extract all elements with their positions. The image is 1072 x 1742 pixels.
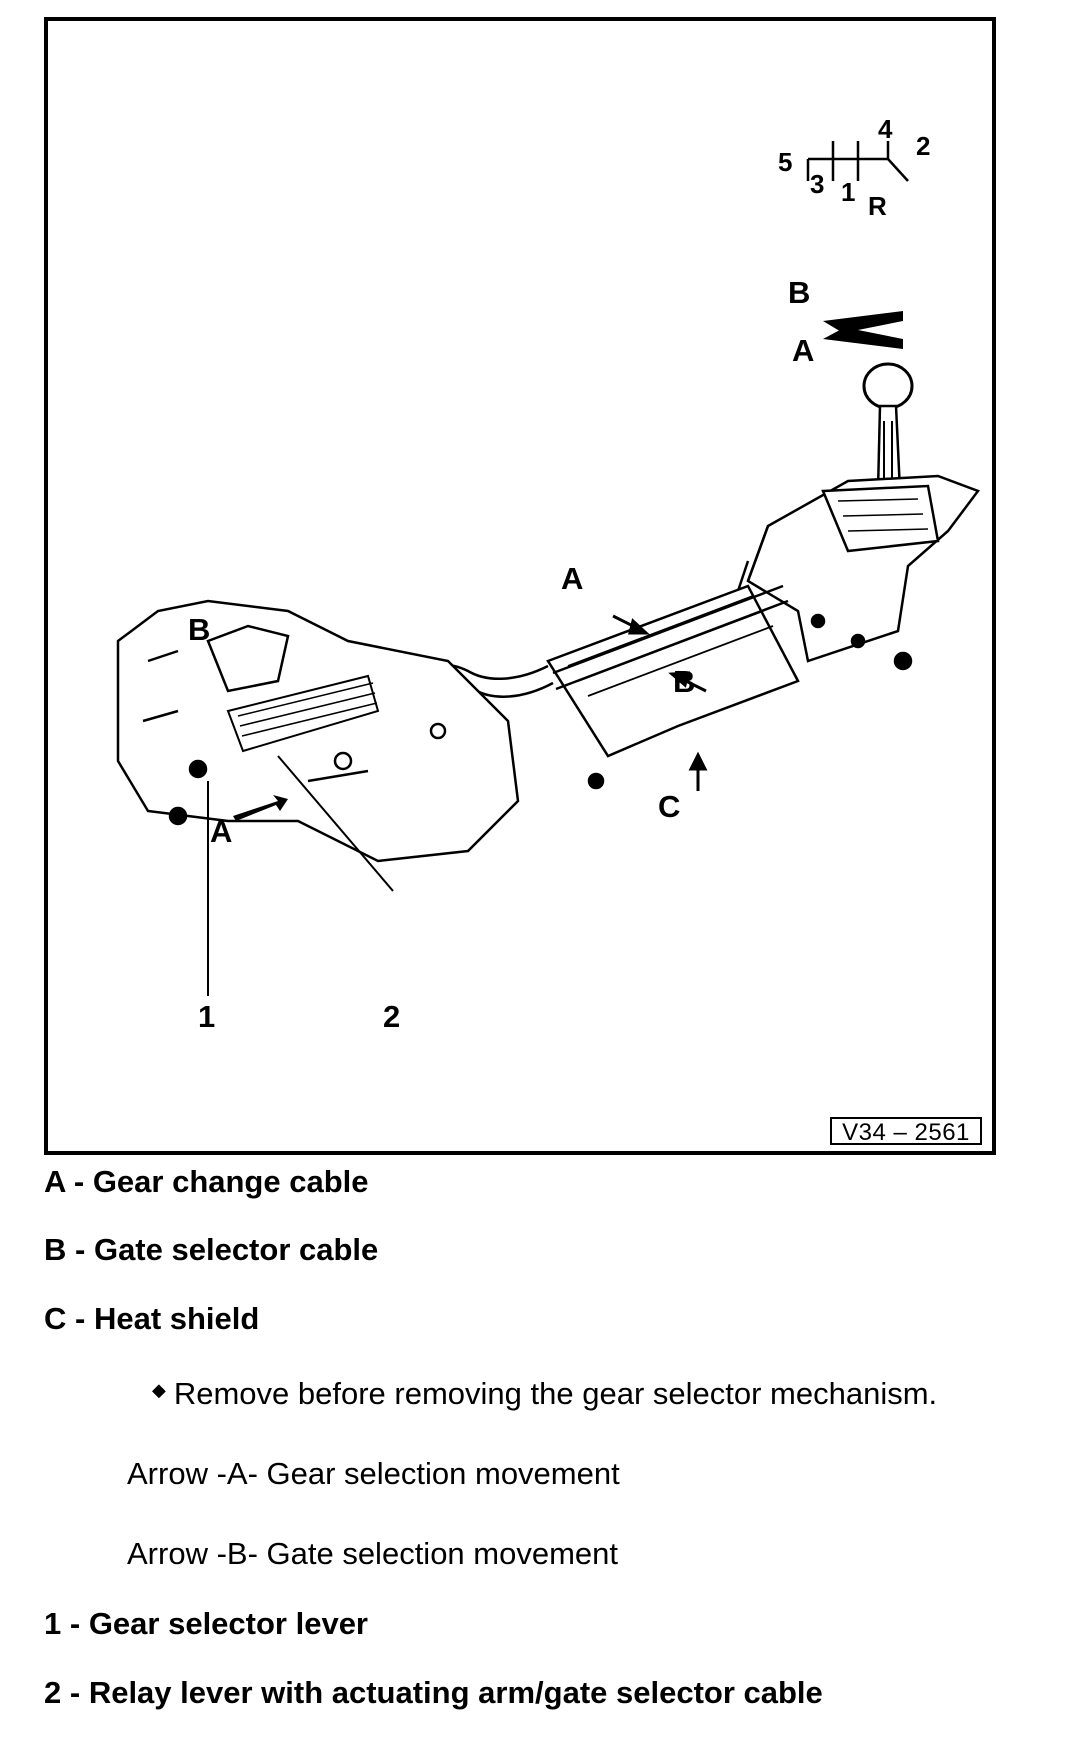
transmission-assembly <box>116 599 520 863</box>
note-bullet: ◆ Remove before removing the gear selecto… <box>152 1378 937 1409</box>
legend-text: Gear change cable <box>92 1164 369 1199</box>
gear-4-label: 4 <box>878 114 893 144</box>
bullet-icon: ◆ <box>152 1380 166 1400</box>
callout-a-relay: A <box>210 814 233 849</box>
transmission-arrow <box>233 795 288 821</box>
callout-a-cable: A <box>561 561 584 596</box>
callout-b-relay: B <box>188 612 211 647</box>
gear-knob <box>862 362 914 493</box>
part-text: Relay lever with actuating arm/gate sele… <box>88 1675 823 1710</box>
direction-arrows <box>823 311 903 349</box>
part-text: Gear selector lever <box>88 1606 368 1641</box>
gear-2-label: 2 <box>916 131 931 161</box>
figure-frame: 5 3 4 2 1 R B A A B C B A 1 2 V34 – 2561 <box>44 17 996 1155</box>
gear-1-label: 1 <box>841 177 856 207</box>
part-key: 2 - <box>44 1675 81 1710</box>
shifter-housing <box>736 474 981 671</box>
figure-code: V34 – 2561 <box>830 1117 982 1146</box>
gear-3-label: 3 <box>810 169 825 199</box>
note-arrow-a: Arrow -A- Gear selection movement <box>127 1456 620 1491</box>
legend-key: A - <box>44 1164 85 1199</box>
legend-text: Gate selector cable <box>93 1232 379 1267</box>
legend-key: C - <box>44 1301 86 1336</box>
callout-arrows <box>612 614 708 791</box>
note-arrow-b: Arrow -B- Gate selection movement <box>127 1536 619 1571</box>
legend-text: Heat shield <box>93 1301 260 1336</box>
gear-r-label: R <box>868 191 887 221</box>
leader-lines <box>207 755 394 996</box>
shift-pattern <box>806 141 909 182</box>
part-item-1: 1 - Gear selector lever <box>44 1608 368 1639</box>
callout-number-1: 1 <box>198 999 216 1034</box>
callout-number-2: 2 <box>383 999 401 1034</box>
callout-c-shield: C <box>658 789 681 824</box>
legend-item-b: B - Gate selector cable <box>44 1234 378 1265</box>
gear-linkage-drawing <box>116 141 981 996</box>
part-key: 1 - <box>44 1606 81 1641</box>
legend-key: B - <box>44 1232 86 1267</box>
callout-a-top: A <box>792 333 815 368</box>
legend-item-a: A - Gear change cable <box>44 1166 369 1197</box>
legend-item-c: C - Heat shield <box>44 1303 259 1334</box>
callout-b-top: B <box>788 275 811 310</box>
note-bullet-text: Remove before removing the gear selector… <box>173 1376 938 1411</box>
gear-5-label: 5 <box>778 147 793 177</box>
callout-b-cable: B <box>673 664 696 699</box>
part-item-2: 2 - Relay lever with actuating arm/gate … <box>44 1677 823 1708</box>
